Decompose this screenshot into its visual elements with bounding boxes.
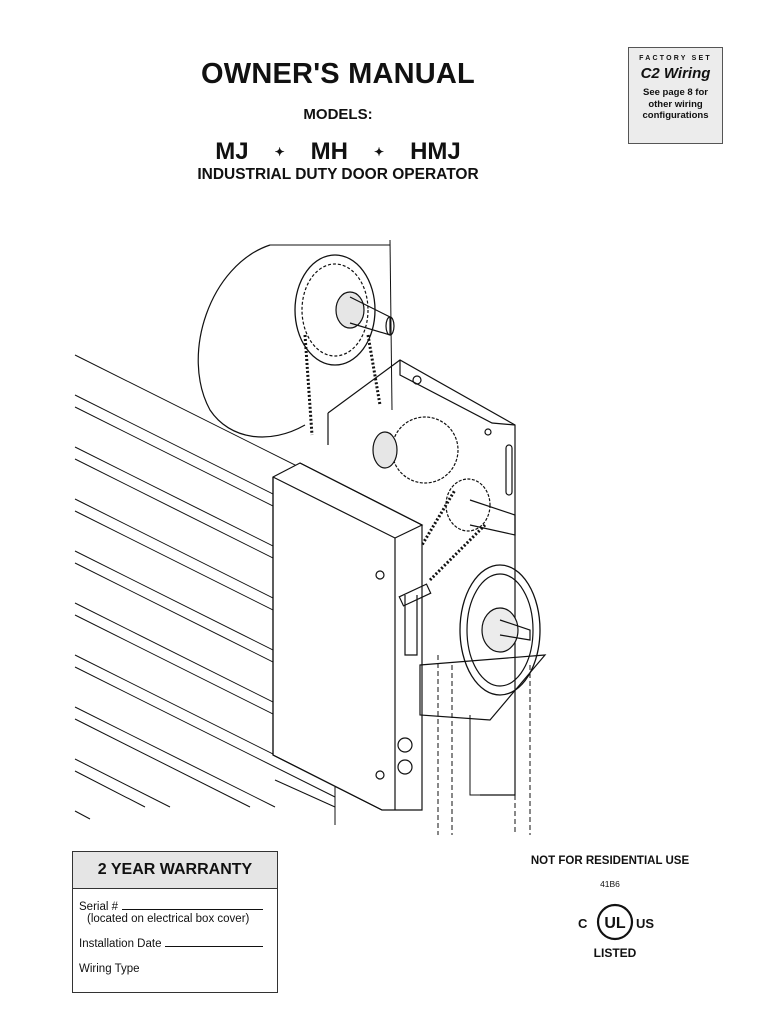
ul-us: US [636, 916, 654, 931]
models-list: MJ ✦ MH ✦ HMJ [0, 138, 676, 166]
drive-chain [303, 334, 382, 436]
wiring-note: See page 8 for other wiring configuratio… [642, 87, 709, 121]
model-hmj: HMJ [410, 138, 461, 165]
separator-icon: ✦ [374, 145, 385, 159]
warranty-box: 2 YEAR WARRANTY Serial # (located on ele… [72, 851, 278, 993]
electrical-box [272, 462, 424, 811]
factory-wiring: C2 Wiring [640, 65, 711, 82]
hand-chains [437, 655, 531, 835]
ul-listed-logo: C UL US LISTED [578, 903, 654, 960]
ul-listed: LISTED [594, 946, 637, 960]
ul-c: C [578, 916, 588, 931]
top-sprocket [294, 254, 395, 366]
factory-set-box: FACTORY SET C2 Wiring See page 8 for oth… [628, 47, 723, 144]
door-drum [197, 244, 306, 438]
models-label: MODELS: [303, 106, 373, 123]
document-code: 41B6 [600, 879, 620, 889]
model-mj: MJ [215, 138, 249, 165]
small-sprocket [445, 478, 491, 532]
mid-sprocket [391, 416, 459, 484]
model-mh: MH [310, 138, 348, 165]
door-panels [74, 354, 336, 825]
mounting-plate [419, 654, 547, 721]
wiring-type-field: Wiring Type [79, 963, 140, 975]
separator-icon: ✦ [274, 145, 285, 159]
warranty-title: 2 YEAR WARRANTY [73, 852, 277, 889]
serial-field: Serial # [79, 901, 277, 913]
product-subtitle: INDUSTRIAL DUTY DOOR OPERATOR [197, 166, 479, 183]
brake-wheel [459, 564, 541, 696]
ul-mark-text: UL [604, 915, 626, 932]
door-operator-illustration [74, 239, 547, 835]
factory-set-label: FACTORY SET [639, 55, 712, 62]
manual-title: OWNER'S MANUAL [201, 58, 475, 90]
residential-notice: NOT FOR RESIDENTIAL USE [530, 855, 690, 867]
serial-note: (located on electrical box cover) [87, 913, 250, 925]
operator-frame [327, 359, 516, 796]
installation-date-field: Installation Date [79, 938, 277, 950]
